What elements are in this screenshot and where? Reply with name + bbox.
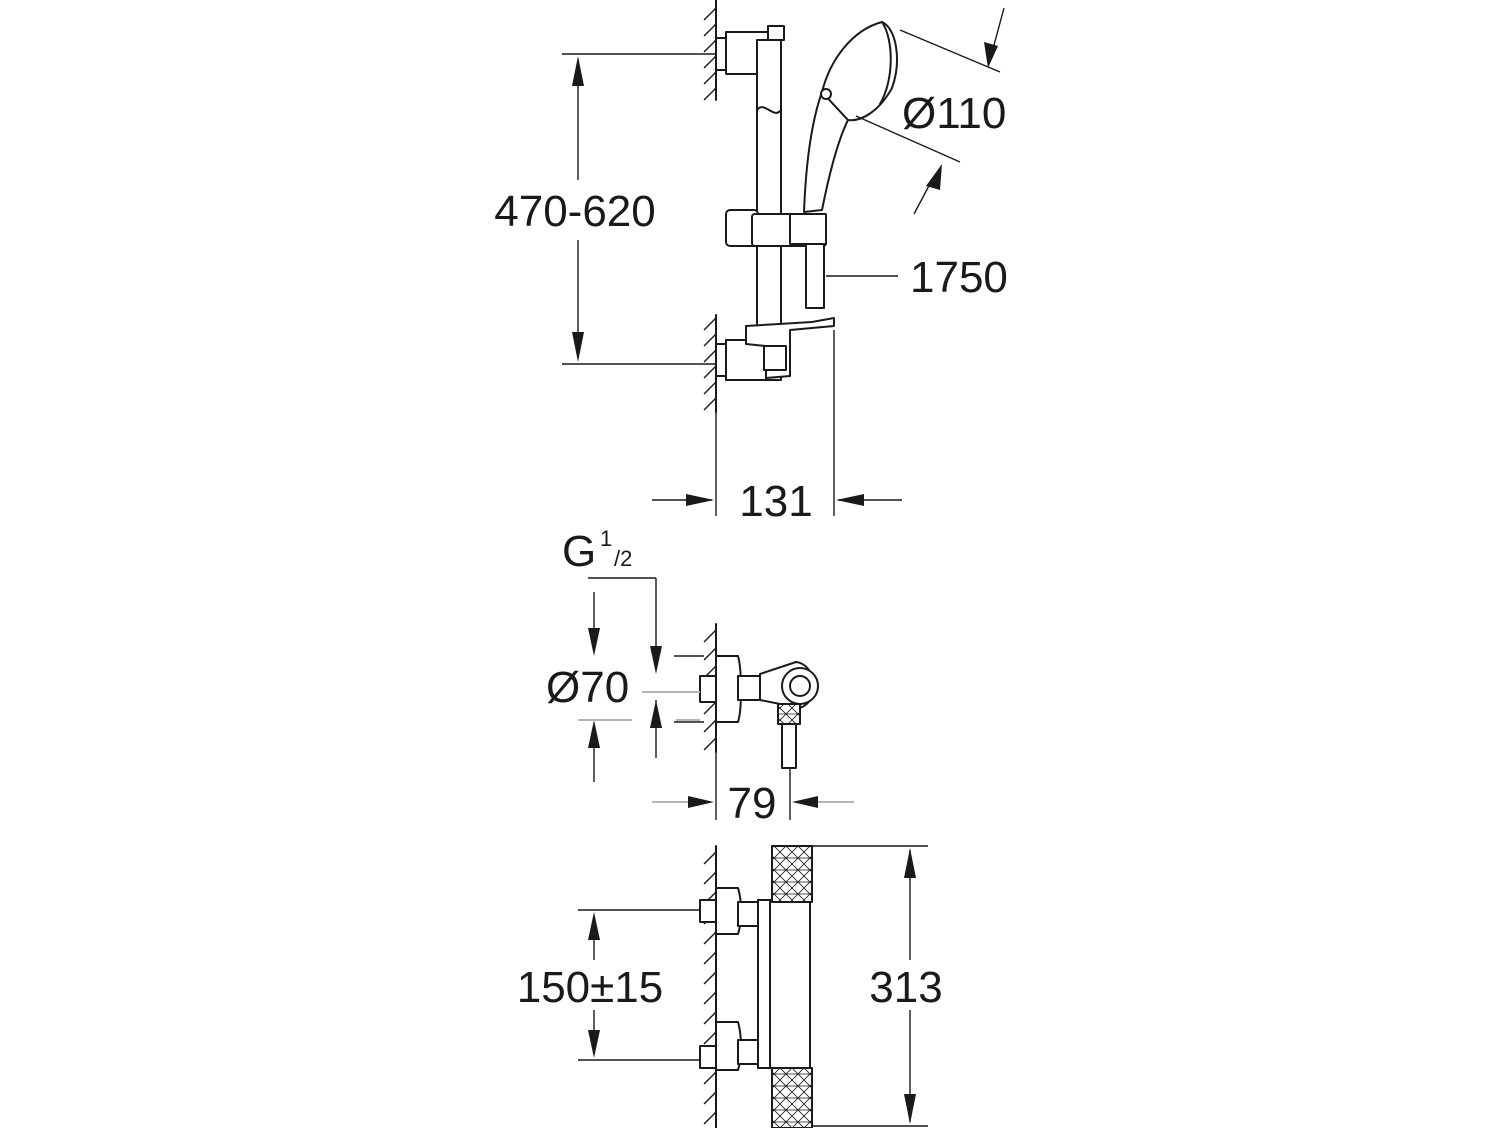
- mixer-body: [757, 899, 811, 1069]
- upper-inlet-connector: [699, 899, 717, 923]
- wall-hatching-top: [703, 7, 717, 101]
- upper-wall-screw: [715, 37, 727, 71]
- hand-shower-head: [821, 21, 898, 122]
- mixer-side-view: [699, 623, 819, 769]
- lower-bracket-knob: [763, 345, 787, 371]
- mixer-height-label: 313: [869, 963, 942, 1012]
- dimension-thread: G 1 /2: [562, 526, 704, 758]
- rail-projection-label: 131: [739, 477, 812, 526]
- rail-spacing-label: 470-620: [494, 187, 655, 236]
- shower-rail-set: [703, 0, 898, 413]
- slider-holder: [789, 213, 827, 245]
- lower-inlet-connector: [699, 1045, 717, 1069]
- wall-hatching-front: [703, 851, 717, 1125]
- dimension-hose-length: 1750: [826, 253, 1008, 302]
- shower-hose: [805, 243, 825, 309]
- head-diameter-label: Ø110: [902, 89, 1006, 138]
- upper-inlet-nut: [737, 901, 761, 927]
- side-hose-nut-knurl: [778, 704, 800, 724]
- inlet-spacing-label: 150±15: [517, 963, 664, 1012]
- rosette-diameter-label: Ø70: [546, 663, 629, 712]
- lower-wall-screw: [715, 343, 727, 377]
- side-wall-connector: [699, 675, 717, 703]
- bottom-handle-knurl: [772, 1068, 812, 1128]
- mixer-projection-label: 79: [728, 779, 777, 828]
- hand-shower-face: [879, 21, 892, 105]
- dimension-inlet-spacing: 150±15: [517, 909, 700, 1061]
- side-nut: [737, 675, 761, 701]
- thread-den-label: /2: [614, 546, 632, 571]
- wall-hatching-mid: [703, 317, 717, 411]
- dimension-rosette: Ø70: [546, 592, 700, 782]
- hose-length-label: 1750: [910, 253, 1008, 302]
- side-outlet: [789, 675, 811, 697]
- mixer-front-view: [699, 845, 813, 1128]
- wall-hatching-side: [703, 629, 717, 751]
- thread-num-label: 1: [600, 526, 612, 551]
- lower-inlet-nut: [737, 1039, 761, 1065]
- dimension-mixer-projection: 79: [652, 752, 854, 828]
- dimension-rail-spacing: 470-620: [494, 53, 716, 365]
- hand-shower-button: [820, 88, 832, 100]
- side-hose: [781, 723, 797, 769]
- dimension-head-diameter: Ø110: [855, 7, 1006, 215]
- rail-break: [756, 106, 782, 114]
- upper-bracket-cap: [767, 25, 785, 41]
- top-handle-knurl: [772, 846, 812, 902]
- thread-main-label: G: [562, 527, 596, 576]
- dimension-rail-projection: 131: [652, 330, 902, 526]
- dimension-mixer-height: 313: [812, 845, 943, 1127]
